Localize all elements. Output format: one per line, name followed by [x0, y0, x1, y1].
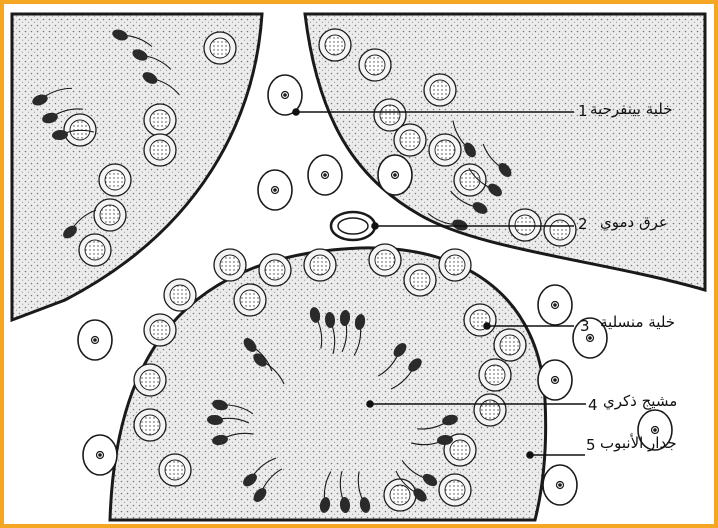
label-5-number: 5: [586, 436, 596, 454]
label-5-text: جدار الأنبوب: [600, 434, 677, 452]
label-1-number: 1: [578, 102, 588, 120]
blood-vessel-shape: [331, 212, 375, 240]
label-1-text: خلية بينفرجية: [590, 100, 673, 118]
label-4-text: مشيج ذكري: [603, 392, 677, 410]
label-4-number: 4: [588, 396, 598, 414]
label-3-text: خلية منسلية: [600, 313, 675, 331]
label-3-number: 3: [580, 317, 590, 335]
label-2-text: عرق دموي: [600, 213, 668, 231]
label-2-number: 2: [578, 215, 588, 233]
